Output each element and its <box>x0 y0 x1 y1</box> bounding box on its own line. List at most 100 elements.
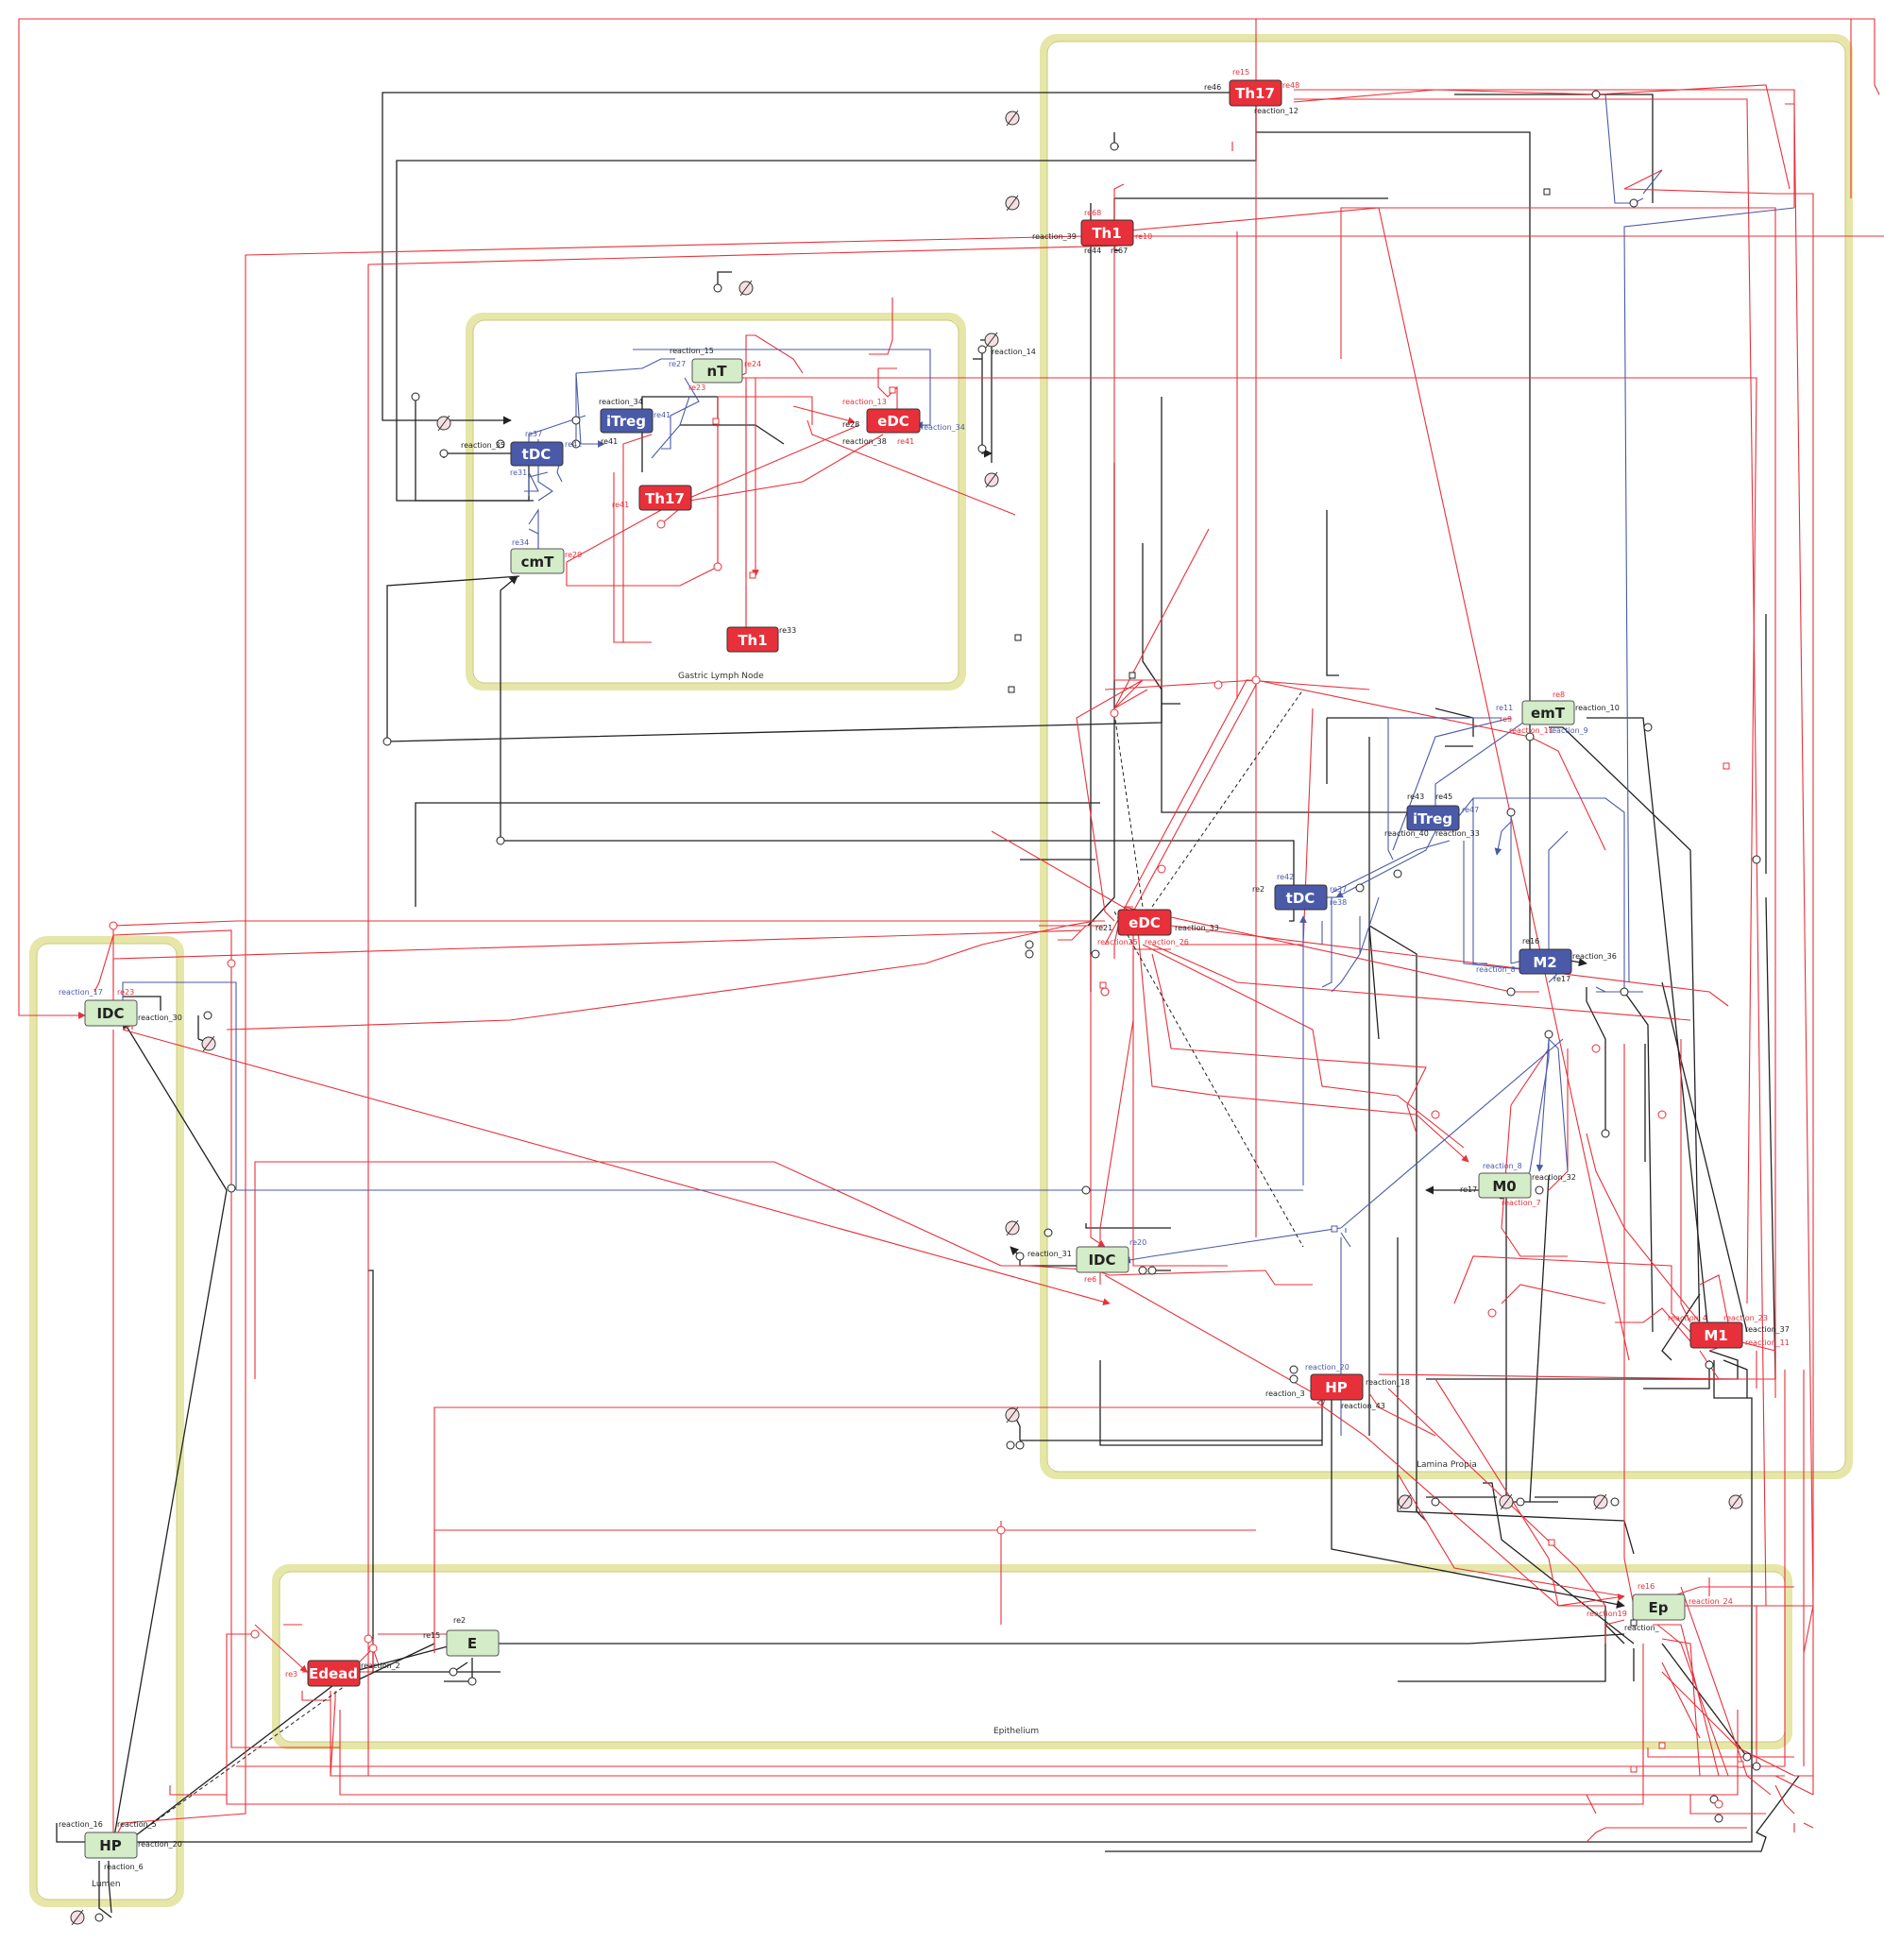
node-lp-M0[interactable]: M0 <box>1478 1172 1532 1199</box>
reaction-label: reaction_11 <box>1509 726 1553 735</box>
svg-text:IDC: IDC <box>1088 1252 1115 1269</box>
reaction-label: reaction_26 <box>1145 938 1189 946</box>
reaction-label: re8 <box>1553 690 1565 699</box>
svg-text:Th1: Th1 <box>738 632 767 649</box>
svg-text:Th1: Th1 <box>1092 225 1121 242</box>
node-lp-M1[interactable]: M1 <box>1689 1321 1743 1349</box>
reaction-label: re21 <box>1095 924 1112 932</box>
node-lp-iTreg[interactable]: iTreg <box>1406 805 1460 831</box>
reaction-label: reaction_37 <box>1745 1325 1790 1334</box>
node-ep-Edead[interactable]: Edead <box>307 1660 361 1687</box>
reaction-label: reaction_8 <box>1476 965 1516 974</box>
reaction-label: reaction_18 <box>1366 1378 1410 1387</box>
reaction-label: re9 <box>1500 715 1512 724</box>
edges-red <box>18 18 1884 1851</box>
reaction-label: re41 <box>897 437 914 446</box>
node-lp-Th17[interactable]: Th17 <box>1229 79 1282 107</box>
svg-text:tDC: tDC <box>522 446 552 463</box>
svg-text:Th17: Th17 <box>1235 85 1275 102</box>
empty-set-icon <box>1593 1493 1608 1510</box>
empty-set-icon <box>984 471 999 488</box>
reaction-label: re48 <box>1282 81 1299 90</box>
node-lp-M2[interactable]: M2 <box>1519 948 1572 975</box>
svg-text:Th17: Th17 <box>645 490 685 507</box>
compartment-epithelium <box>272 1564 1792 1749</box>
node-ep-Ep[interactable]: Ep <box>1632 1594 1686 1621</box>
reaction-label: re11 <box>1496 704 1513 712</box>
reaction-label: reaction_5 <box>117 1820 157 1829</box>
reaction-label: reaction_30 <box>138 1014 182 1022</box>
reaction-label: re10 <box>1135 232 1152 241</box>
reaction-labels: reaction_15 re24 re23 re27 reaction_14 r… <box>59 68 1790 1871</box>
empty-set-icon <box>436 415 451 432</box>
reaction-label: re29 <box>565 551 582 559</box>
reaction-label: re23 <box>117 988 134 997</box>
svg-text:Ep: Ep <box>1649 1599 1669 1616</box>
reaction-label: reaction_9 <box>1549 726 1588 735</box>
node-gln-Th1[interactable]: Th1 <box>726 626 779 653</box>
reaction-label: reaction_14 <box>992 348 1036 356</box>
svg-text:iTreg: iTreg <box>606 413 646 430</box>
reaction-label: reaction_20 <box>138 1840 182 1849</box>
reaction-label: reaction_3 <box>1265 1389 1305 1398</box>
reaction-label: re31 <box>510 469 527 477</box>
reaction-label: re17 <box>1460 1185 1477 1194</box>
compartment-label-epithelium: Epithelium <box>993 1727 1039 1736</box>
reaction-label: reaction_6 <box>104 1863 144 1871</box>
node-gln-tDC[interactable]: tDC <box>510 441 564 467</box>
reaction-label: reaction_33 <box>1435 829 1480 838</box>
reaction-label: reaction_40 <box>1384 829 1429 838</box>
empty-set-icon <box>1005 195 1020 212</box>
svg-text:E: E <box>467 1635 477 1652</box>
reaction-label: reaction_36 <box>1572 952 1617 961</box>
node-gln-iTreg[interactable]: iTreg <box>600 408 653 434</box>
connector-squares <box>712 188 1744 1773</box>
node-lp-Th1[interactable]: Th1 <box>1080 219 1134 247</box>
node-lu-IDC[interactable]: IDC <box>84 999 138 1027</box>
reaction-label: re34 <box>512 538 529 547</box>
reaction-label: re28 <box>842 420 859 429</box>
node-lp-emT[interactable]: emT <box>1521 700 1575 725</box>
reaction-label: reaction_17 <box>59 988 103 997</box>
compartment-lamina-propia <box>1040 34 1853 1479</box>
reaction-label: reaction_7 <box>1502 1199 1541 1207</box>
connector-glyphs <box>94 90 1761 1922</box>
reaction-label: re27 <box>669 360 686 368</box>
reaction-label: reaction19 <box>1587 1610 1627 1618</box>
reaction-label: re42 <box>1277 873 1294 881</box>
empty-set-icon <box>1398 1493 1413 1510</box>
node-ep-E[interactable]: E <box>446 1629 500 1657</box>
svg-text:eDC: eDC <box>1129 914 1161 931</box>
node-gln-Th17[interactable]: Th17 <box>638 485 692 511</box>
reaction-label: reaction_35 <box>461 441 505 450</box>
compartment-gastric-lymph-node <box>466 313 966 690</box>
reaction-label: reaction_8 <box>1483 1162 1522 1170</box>
svg-text:M0: M0 <box>1492 1178 1516 1195</box>
empty-set-icon <box>1005 110 1020 127</box>
reaction-label: reaction_16 <box>59 1820 103 1829</box>
reaction-label: reaction_10 <box>1575 704 1620 712</box>
node-lp-tDC[interactable]: tDC <box>1274 884 1328 911</box>
empty-set-icon <box>984 332 999 349</box>
compartment-label-lamina-propia: Lamina Propia <box>1417 1460 1477 1470</box>
node-lp-eDC[interactable]: eDC <box>1117 909 1172 936</box>
empty-set-icon <box>1005 1406 1020 1423</box>
empty-set-icon <box>1499 1493 1514 1510</box>
reaction-label: re47 <box>1462 806 1479 814</box>
reaction-label: reaction_15 <box>670 347 714 355</box>
reaction-label: reaction_38 <box>842 437 887 446</box>
node-lp-IDC[interactable]: IDC <box>1076 1246 1129 1273</box>
node-lp-HP[interactable]: HP <box>1310 1373 1364 1401</box>
svg-text:HP: HP <box>99 1837 122 1854</box>
reaction-label: reaction_23 <box>1723 1314 1768 1322</box>
reaction-label: re3 <box>285 1670 297 1679</box>
node-lu-HP[interactable]: HP <box>84 1832 138 1859</box>
reaction-label: re16 <box>1522 937 1539 946</box>
node-gln-nT[interactable]: nT <box>691 358 743 383</box>
node-gln-eDC[interactable]: eDC <box>866 408 921 434</box>
node-gln-cmT[interactable]: cmT <box>510 548 565 574</box>
compartment-lumen <box>29 936 184 1907</box>
reaction-label: re45 <box>1435 793 1452 801</box>
reaction-label: reaction_33 <box>1175 924 1219 932</box>
